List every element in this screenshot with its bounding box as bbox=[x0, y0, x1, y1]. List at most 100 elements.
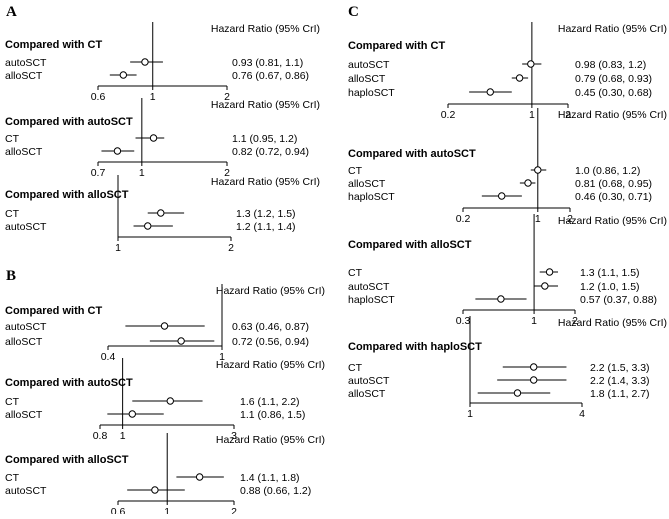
x-tick-label: 1 bbox=[219, 351, 225, 363]
row-label: autoSCT bbox=[5, 485, 47, 497]
row-label: autoSCT bbox=[348, 281, 390, 293]
x-tick-label: 4 bbox=[579, 408, 585, 420]
point-estimate bbox=[541, 282, 549, 290]
hr-value-label: 1.3 (1.2, 1.5) bbox=[236, 208, 296, 220]
x-tick-label: 2 bbox=[224, 167, 230, 179]
hr-value-label: 2.2 (1.4, 3.3) bbox=[590, 375, 650, 387]
subplot-C-1: Hazard Ratio (95% CrI)Compared with CT0.… bbox=[348, 22, 667, 121]
row-label: alloSCT bbox=[5, 336, 43, 348]
hr-value-label: 0.81 (0.68, 0.95) bbox=[575, 178, 652, 190]
x-tick-label: 3 bbox=[231, 430, 237, 442]
x-tick-label: 0.6 bbox=[91, 91, 106, 103]
row-label: CT bbox=[5, 472, 20, 484]
subplot-B-3: Hazard Ratio (95% CrI)Compared with allo… bbox=[5, 433, 325, 518]
hazard-ratio-header: Hazard Ratio (95% CrI) bbox=[558, 215, 667, 227]
forest-row: autoSCT 0.88 (0.66, 1.2) bbox=[5, 485, 311, 497]
hr-value-label: 0.79 (0.68, 0.93) bbox=[575, 73, 652, 85]
point-estimate bbox=[524, 179, 532, 187]
x-tick-label: 0.2 bbox=[456, 213, 471, 225]
row-label: haploSCT bbox=[348, 294, 395, 306]
comparison-title: Compared with alloSCT bbox=[348, 239, 472, 251]
point-estimate bbox=[195, 473, 204, 481]
forest-row: alloSCT 0.79 (0.68, 0.93) bbox=[348, 73, 652, 85]
point-estimate bbox=[157, 209, 165, 217]
point-estimate bbox=[530, 376, 538, 384]
x-tick-label: 1 bbox=[529, 109, 535, 121]
point-estimate bbox=[149, 134, 158, 142]
point-estimate bbox=[530, 363, 538, 371]
point-estimate bbox=[486, 88, 494, 96]
point-estimate bbox=[151, 486, 159, 494]
row-label: CT bbox=[348, 165, 363, 177]
x-tick-label: 2 bbox=[565, 109, 571, 121]
comparison-title: Compared with autoSCT bbox=[348, 148, 476, 160]
forest-row: CT 1.4 (1.1, 1.8) bbox=[5, 472, 300, 484]
comparison-title: Compared with CT bbox=[348, 40, 445, 52]
hr-value-label: 1.2 (1.0, 1.5) bbox=[580, 281, 640, 293]
comparison-title: Compared with CT bbox=[5, 39, 102, 51]
point-estimate bbox=[166, 397, 174, 405]
forest-row: autoSCT 2.2 (1.4, 3.3) bbox=[348, 375, 650, 387]
subplot-C-3: Hazard Ratio (95% CrI) Compared with allo… bbox=[348, 214, 667, 327]
row-label: alloSCT bbox=[5, 70, 43, 82]
x-tick-label: 0.6 bbox=[111, 506, 126, 514]
row-label: autoSCT bbox=[5, 57, 47, 69]
x-tick-label: 1 bbox=[139, 167, 145, 179]
hr-value-label: 0.57 (0.37, 0.88) bbox=[580, 294, 657, 306]
x-tick-label: 2 bbox=[231, 506, 237, 514]
row-label: alloSCT bbox=[348, 73, 386, 85]
hr-value-label: 1.4 (1.1, 1.8) bbox=[240, 472, 300, 484]
row-label: autoSCT bbox=[348, 375, 390, 387]
subplot-C-4: Hazard Ratio (95% CrI)Compared with hapl… bbox=[348, 316, 667, 420]
row-label: CT bbox=[5, 208, 20, 220]
hr-value-label: 1.6 (1.1, 2.2) bbox=[240, 396, 300, 408]
row-label: CT bbox=[348, 362, 363, 374]
hr-value-label: 0.72 (0.56, 0.94) bbox=[232, 336, 309, 348]
point-estimate bbox=[160, 322, 169, 330]
forest-row: CT 1.3 (1.2, 1.5) bbox=[5, 208, 296, 220]
hr-value-label: 2.2 (1.5, 3.3) bbox=[590, 362, 650, 374]
comparison-title: Compared with CT bbox=[5, 305, 102, 317]
hr-value-label: 0.98 (0.83, 1.2) bbox=[575, 59, 646, 71]
x-tick-label: 1 bbox=[115, 242, 121, 254]
point-estimate bbox=[128, 410, 136, 418]
hr-value-label: 0.88 (0.66, 1.2) bbox=[240, 485, 311, 497]
forest-row: autoSCT 0.93 (0.81, 1.1) bbox=[5, 57, 303, 69]
point-estimate bbox=[527, 60, 535, 68]
x-tick-label: 1 bbox=[164, 506, 170, 514]
subplot-A-3: Hazard Ratio (95% CrI)Compared with allo… bbox=[5, 175, 320, 254]
subplot-A-1: Hazard Ratio (95% CrI)Compared with CT0.… bbox=[5, 22, 320, 103]
panel-letter-A: A bbox=[6, 4, 17, 20]
point-estimate bbox=[497, 295, 505, 303]
x-tick-label: 0.8 bbox=[93, 430, 108, 442]
hr-value-label: 0.63 (0.46, 0.87) bbox=[232, 321, 309, 333]
row-label: alloSCT bbox=[5, 146, 43, 158]
x-tick-label: 0.7 bbox=[91, 167, 106, 179]
panel-letter-C: C bbox=[348, 4, 359, 20]
comparison-title: Compared with alloSCT bbox=[5, 189, 129, 201]
hr-value-label: 0.46 (0.30, 0.71) bbox=[575, 191, 652, 203]
subplot-B-2: Hazard Ratio (95% CrI)Compared with auto… bbox=[5, 358, 325, 442]
hazard-ratio-header: Hazard Ratio (95% CrI) bbox=[216, 434, 325, 446]
x-tick-label: 0.4 bbox=[101, 351, 116, 363]
point-estimate bbox=[113, 147, 122, 155]
panel-A: A Hazard Ratio (95% CrI)Compared with CT0… bbox=[5, 4, 320, 254]
hr-value-label: 1.0 (0.86, 1.2) bbox=[575, 165, 640, 177]
hazard-ratio-header: Hazard Ratio (95% CrI) bbox=[216, 359, 325, 371]
point-estimate bbox=[498, 192, 506, 200]
hr-value-label: 1.8 (1.1, 2.7) bbox=[590, 388, 650, 400]
hr-value-label: 0.93 (0.81, 1.1) bbox=[232, 57, 303, 69]
row-label: autoSCT bbox=[5, 221, 47, 233]
point-estimate bbox=[141, 58, 149, 66]
row-label: CT bbox=[348, 267, 363, 279]
forest-row: CT 2.2 (1.5, 3.3) bbox=[348, 362, 650, 374]
